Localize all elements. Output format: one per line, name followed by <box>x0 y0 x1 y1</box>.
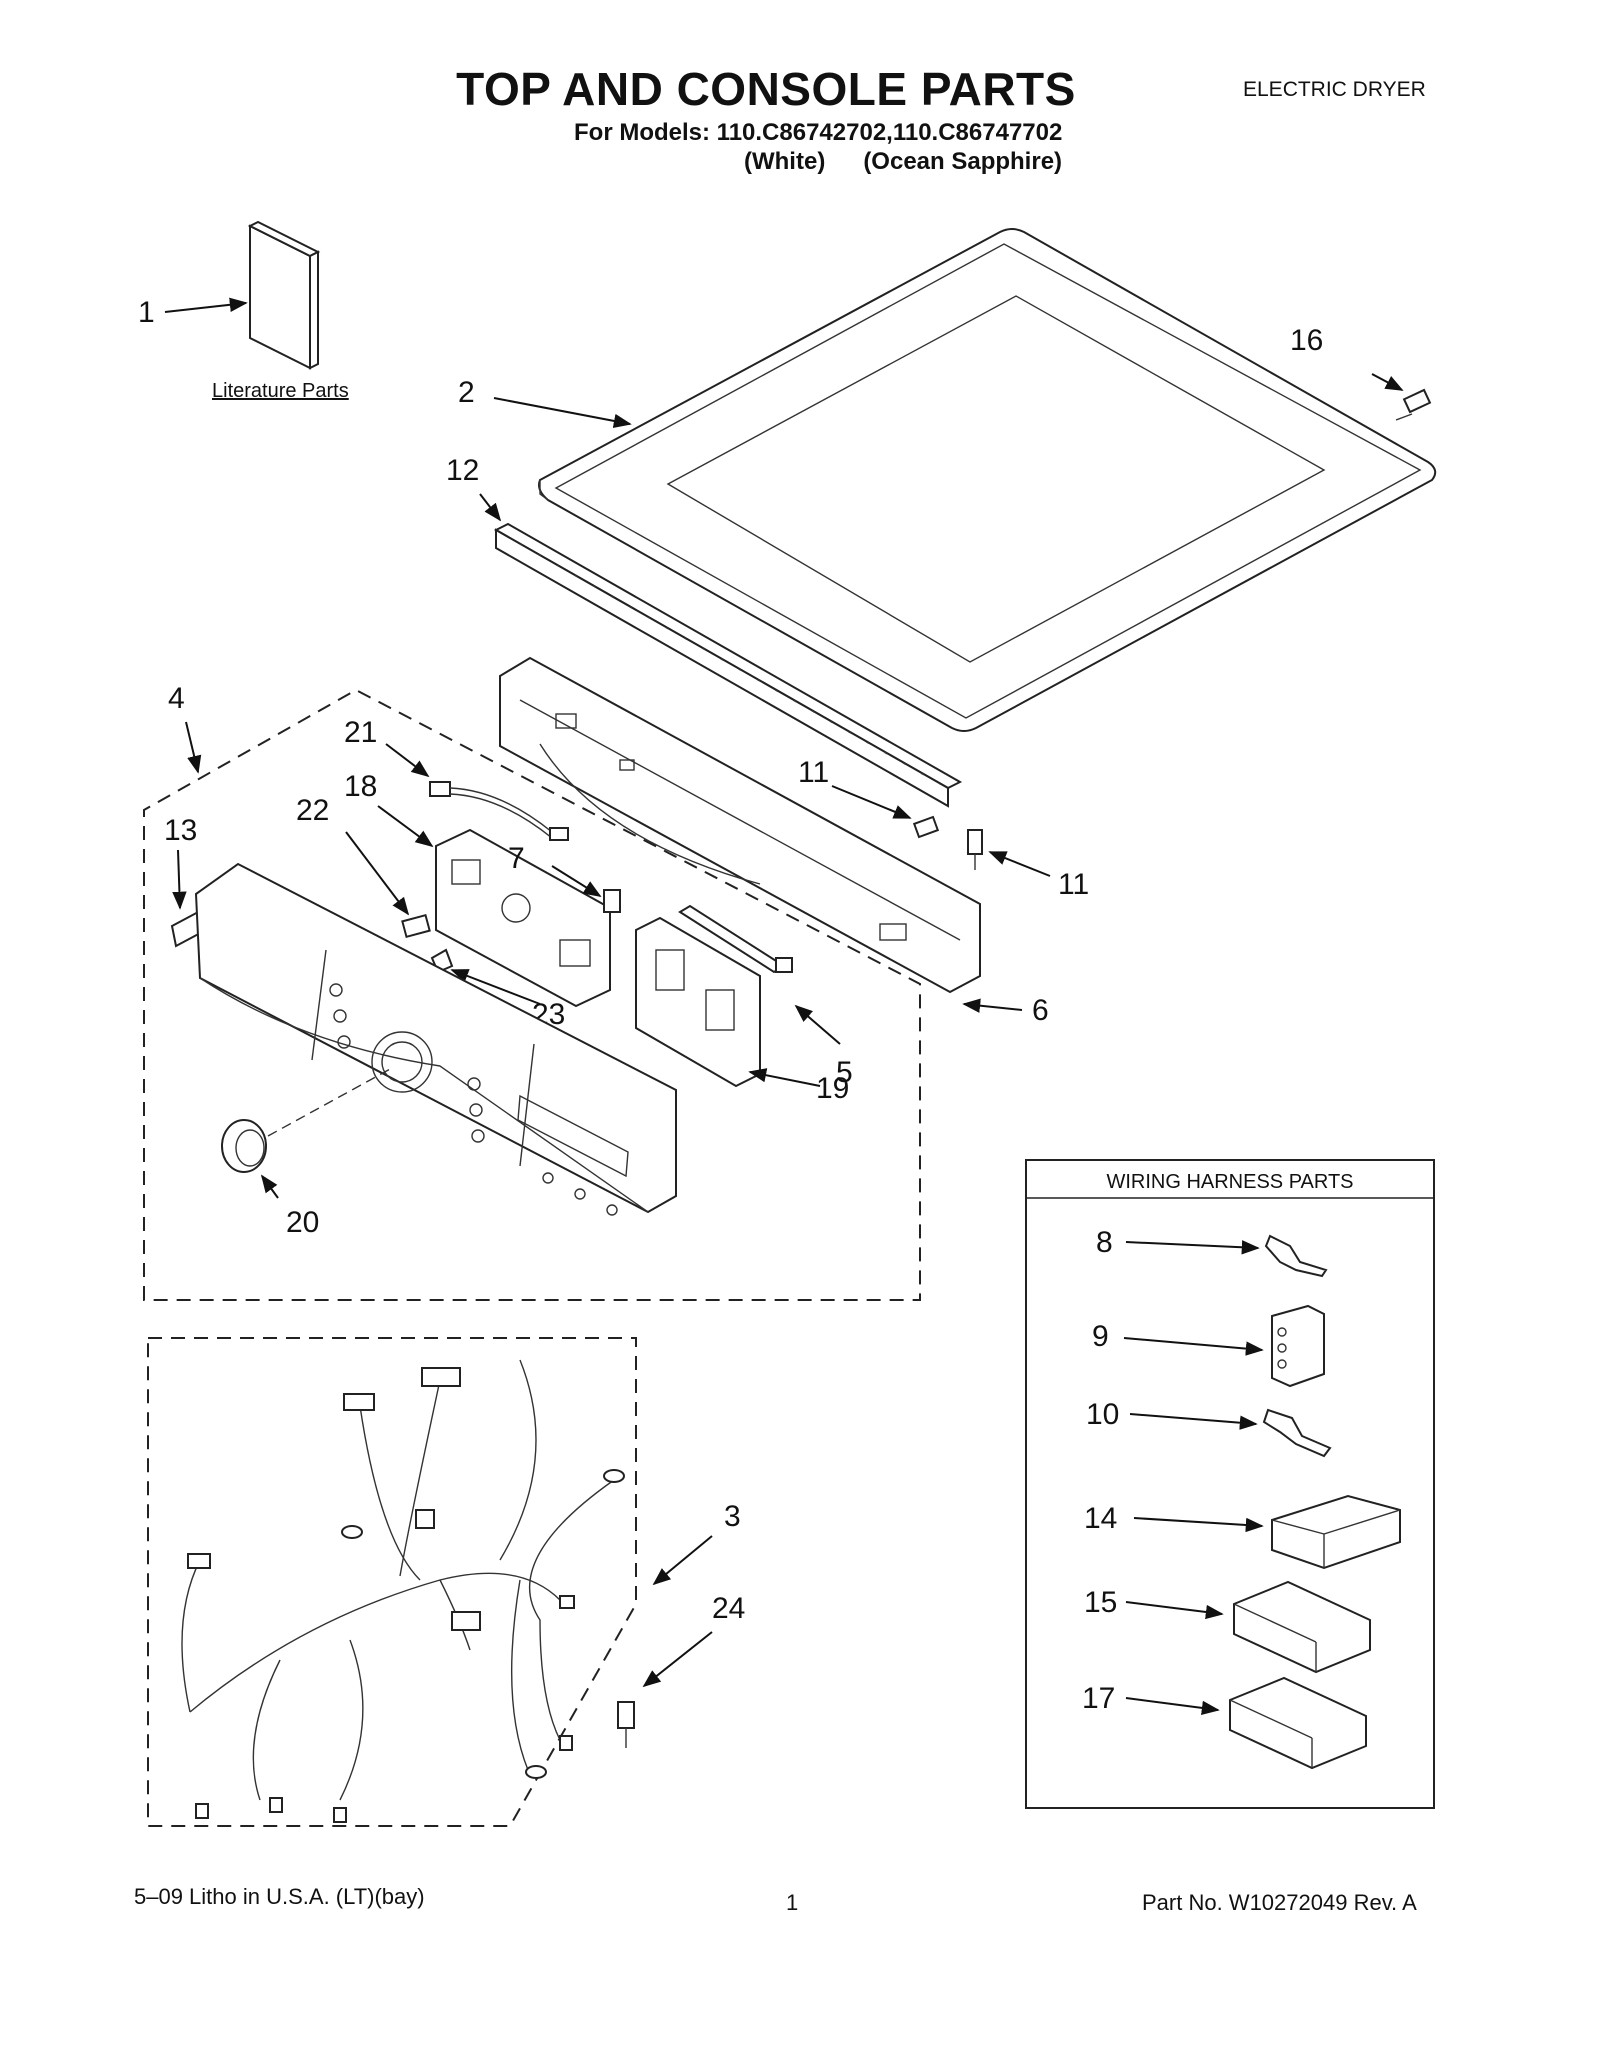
variant-ocean-sapphire: (Ocean Sapphire) <box>863 148 1063 175</box>
footer-print-info: 5–09 Litho in U.S.A. (LT)(bay) <box>134 1884 425 1909</box>
callout-12: 12 <box>446 454 479 487</box>
callout-21: 21 <box>344 716 377 749</box>
part-18-control-board <box>435 828 611 1008</box>
callout-15: 15 <box>1084 1586 1117 1619</box>
model-numbers: For Models: 110.C86742702,110.C86747702 <box>574 119 1063 146</box>
callout-16: 16 <box>1290 324 1323 357</box>
callout-10: 10 <box>1086 1398 1119 1431</box>
callout-6: 6 <box>1032 994 1049 1027</box>
wiring-box-title: WIRING HARNESS PARTS <box>1106 1171 1353 1193</box>
part-2-top-panel <box>538 228 1437 732</box>
literature-parts-label: Literature Parts <box>212 380 349 402</box>
part-9-connector-housing <box>1271 1304 1325 1388</box>
footer-part-number: Part No. W10272049 Rev. A <box>1142 1890 1417 1915</box>
callout-14: 14 <box>1084 1502 1117 1535</box>
callout-11b: 11 <box>1058 868 1089 901</box>
part-11-screw-b <box>967 829 983 870</box>
part-12-seal-strip <box>493 522 963 808</box>
part-1-literature-booklet <box>247 220 321 370</box>
callout-24: 24 <box>712 1592 745 1625</box>
part-24-screw <box>617 1701 635 1748</box>
callout-4: 4 <box>168 682 185 715</box>
product-type: ELECTRIC DRYER <box>1243 78 1426 101</box>
callout-1: 1 <box>138 296 155 329</box>
part-17-connector-housing <box>1229 1676 1367 1770</box>
page-title: TOP AND CONSOLE PARTS <box>0 62 1600 116</box>
callout-5: 5 <box>836 1056 853 1089</box>
part-14-connector-block <box>1271 1494 1401 1570</box>
variant-white: (White) <box>744 148 826 175</box>
callout-3: 3 <box>724 1500 741 1533</box>
part-6-console-bracket <box>499 656 981 994</box>
page-title-text: TOP AND CONSOLE PARTS <box>456 63 1076 115</box>
callout-22: 22 <box>296 794 329 827</box>
part-22-screw <box>401 913 431 939</box>
wiring-harness-outline <box>147 1337 637 1827</box>
part-16-screw <box>1395 388 1432 421</box>
part-15-connector-housing <box>1233 1580 1371 1674</box>
part-8-terminal <box>1264 1234 1328 1278</box>
part-5-cable-tie <box>678 904 793 974</box>
callout-7: 7 <box>508 842 525 875</box>
callout-20: 20 <box>286 1206 319 1239</box>
callout-8: 8 <box>1096 1226 1113 1259</box>
part-21-wire-connector <box>429 781 569 841</box>
console-panel <box>194 862 677 1216</box>
model-variants: (White) (Ocean Sapphire) <box>744 148 1100 176</box>
callout-13: 13 <box>164 814 197 847</box>
callout-19: 19 <box>816 1072 849 1105</box>
part-7-clip <box>603 889 621 913</box>
part-20-knob <box>221 1119 267 1173</box>
callout-18: 18 <box>344 770 377 803</box>
part-3-wiring-harness <box>181 1359 625 1823</box>
callout-2: 2 <box>458 376 475 409</box>
part-11-screw-a <box>912 815 940 839</box>
footer-page-number: 1 <box>786 1890 799 1915</box>
part-10-terminal <box>1262 1408 1332 1458</box>
callout-9: 9 <box>1092 1320 1109 1353</box>
callout-17: 17 <box>1082 1682 1115 1715</box>
callout-11a: 11 <box>798 756 829 789</box>
